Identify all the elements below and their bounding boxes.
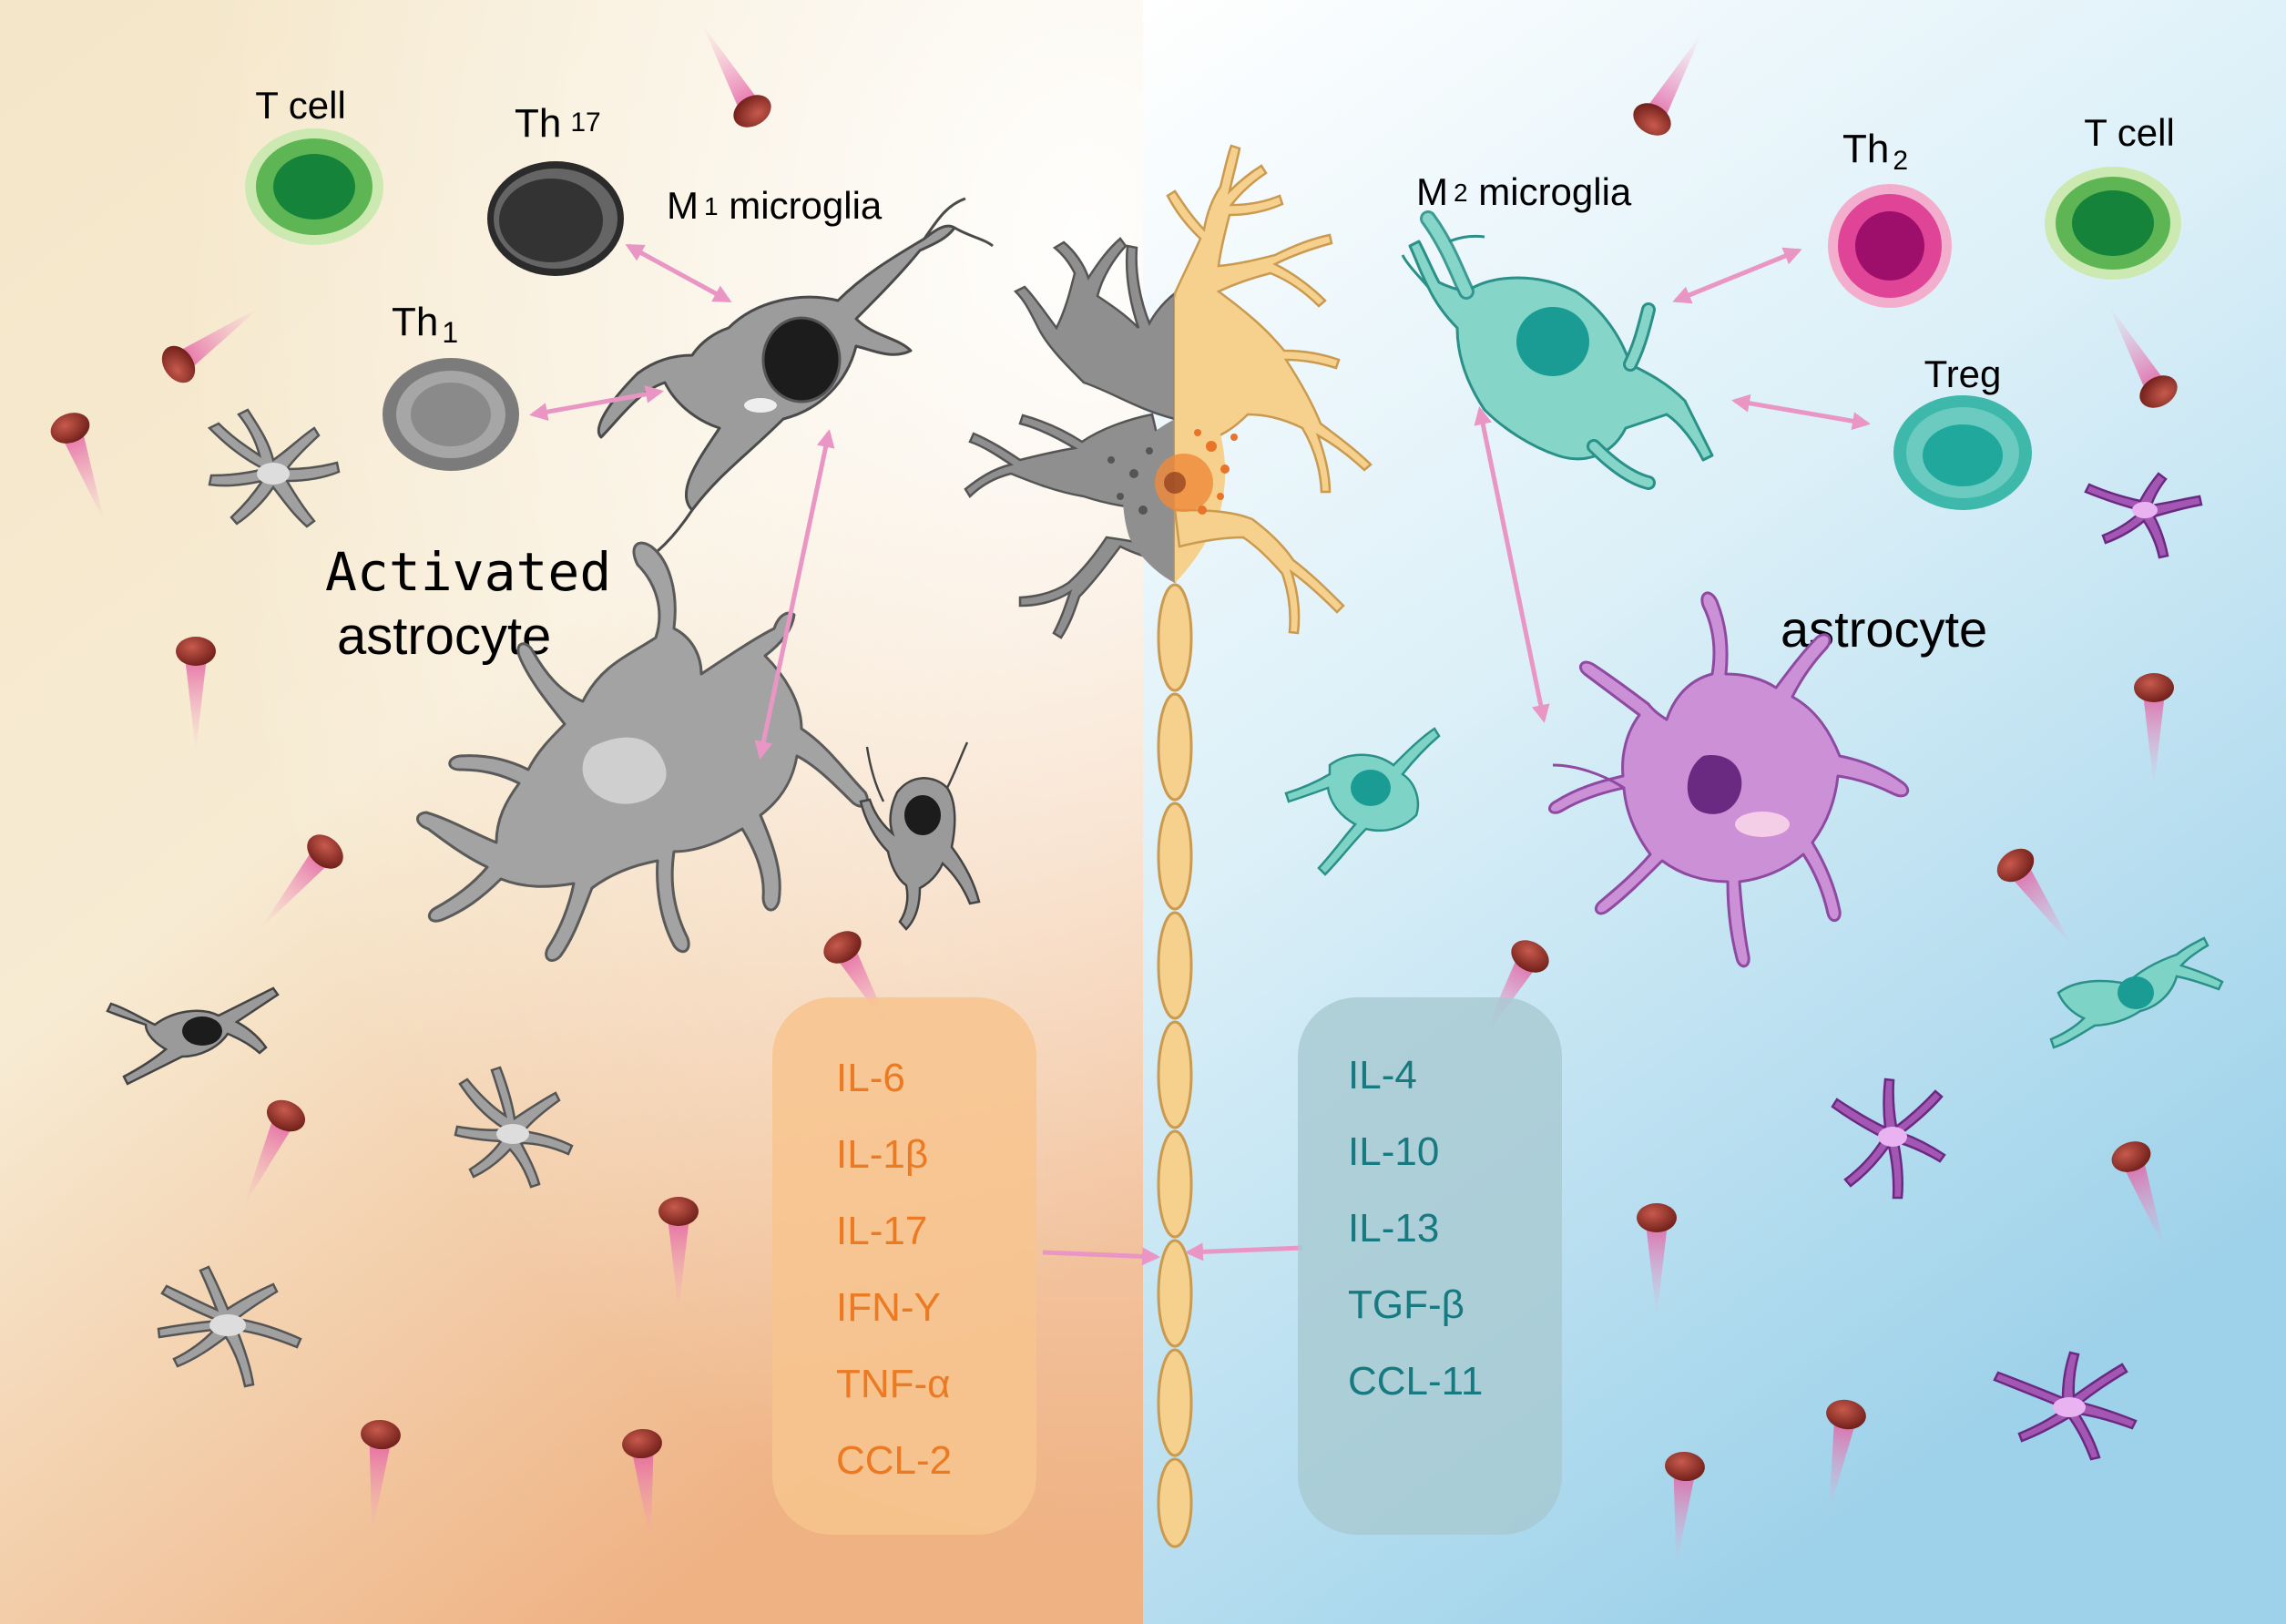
pro-inflammatory-cytokine-box [772, 997, 1036, 1535]
th2-cell [1828, 184, 1952, 308]
activated-astrocyte-label-line2: astrocyte [337, 607, 551, 666]
myelinated-axon [1157, 583, 1193, 1548]
cytokine-label: IL-17 [836, 1209, 927, 1253]
small-microglia-nucleus [904, 795, 941, 835]
cytokine-label: IL-4 [1348, 1053, 1417, 1098]
activated-astrocyte-nucleus [582, 737, 667, 804]
m2-microglia-nucleus [1516, 307, 1589, 376]
astrocyte-highlight [1735, 812, 1790, 837]
t-cell-left-label: T cell [255, 84, 346, 127]
cytokine-label: IL-6 [836, 1056, 905, 1100]
cytokine-label: IFN-Y [836, 1285, 941, 1330]
small-microglia-nucleus [182, 1016, 222, 1046]
cytokine-label: IL-13 [1348, 1206, 1439, 1251]
treg-cell [1893, 395, 2032, 510]
small-astrocyte-nucleus [257, 463, 290, 485]
small-m2-microglia-nucleus [1351, 770, 1391, 806]
arrow-cytokines-to-axon-left [1042, 1247, 1160, 1266]
t-cell-left [245, 128, 383, 245]
cytokine-label: IL-10 [1348, 1129, 1439, 1174]
cytokine-label: CCL-11 [1348, 1359, 1483, 1404]
small-astrocyte-nucleus [2132, 502, 2158, 518]
m1-microglia-nucleus [761, 316, 842, 403]
neuron [964, 144, 1373, 1548]
anti-inflammatory-cytokine-box [1298, 997, 1562, 1535]
small-microglia-left-1 [859, 741, 981, 931]
t-cell-right-label: T cell [2084, 111, 2175, 154]
activated-astrocyte-label-line1: Activated [325, 541, 611, 603]
right-interaction-arrows [1185, 247, 1871, 1261]
cytokine-label: IL-1β [836, 1132, 928, 1177]
th17-cell [487, 161, 624, 276]
left-interaction-arrows [529, 243, 1160, 1266]
astrocyte-nucleus [1687, 755, 1742, 814]
small-astrocyte-nucleus [496, 1124, 529, 1144]
small-astrocyte-nucleus [1878, 1127, 1907, 1147]
cytokine-label: TNF-α [836, 1362, 951, 1406]
th1-cell [383, 358, 519, 471]
cytokine-label: TGF-β [1348, 1282, 1464, 1327]
arrow-cytokines-to-axon-right [1185, 1242, 1303, 1261]
arrow-m1-astrocyte [754, 429, 835, 760]
small-m2-microglia-nucleus [2118, 976, 2154, 1009]
arrow-m2-th2 [1672, 247, 1802, 304]
small-astrocyte-nucleus [209, 1314, 246, 1336]
arrow-th17-m1 [625, 243, 732, 303]
arrow-th1-m1 [529, 384, 664, 422]
treg-label: Treg [1924, 352, 2002, 395]
arrow-m2-astrocyte [1474, 406, 1550, 723]
arrow-m2-treg [1731, 393, 1871, 431]
cytokine-label: CCL-2 [836, 1438, 952, 1483]
t-cell-right [2045, 167, 2181, 280]
small-astrocyte-nucleus [2053, 1397, 2086, 1417]
m1-microglia-highlight [744, 398, 777, 413]
